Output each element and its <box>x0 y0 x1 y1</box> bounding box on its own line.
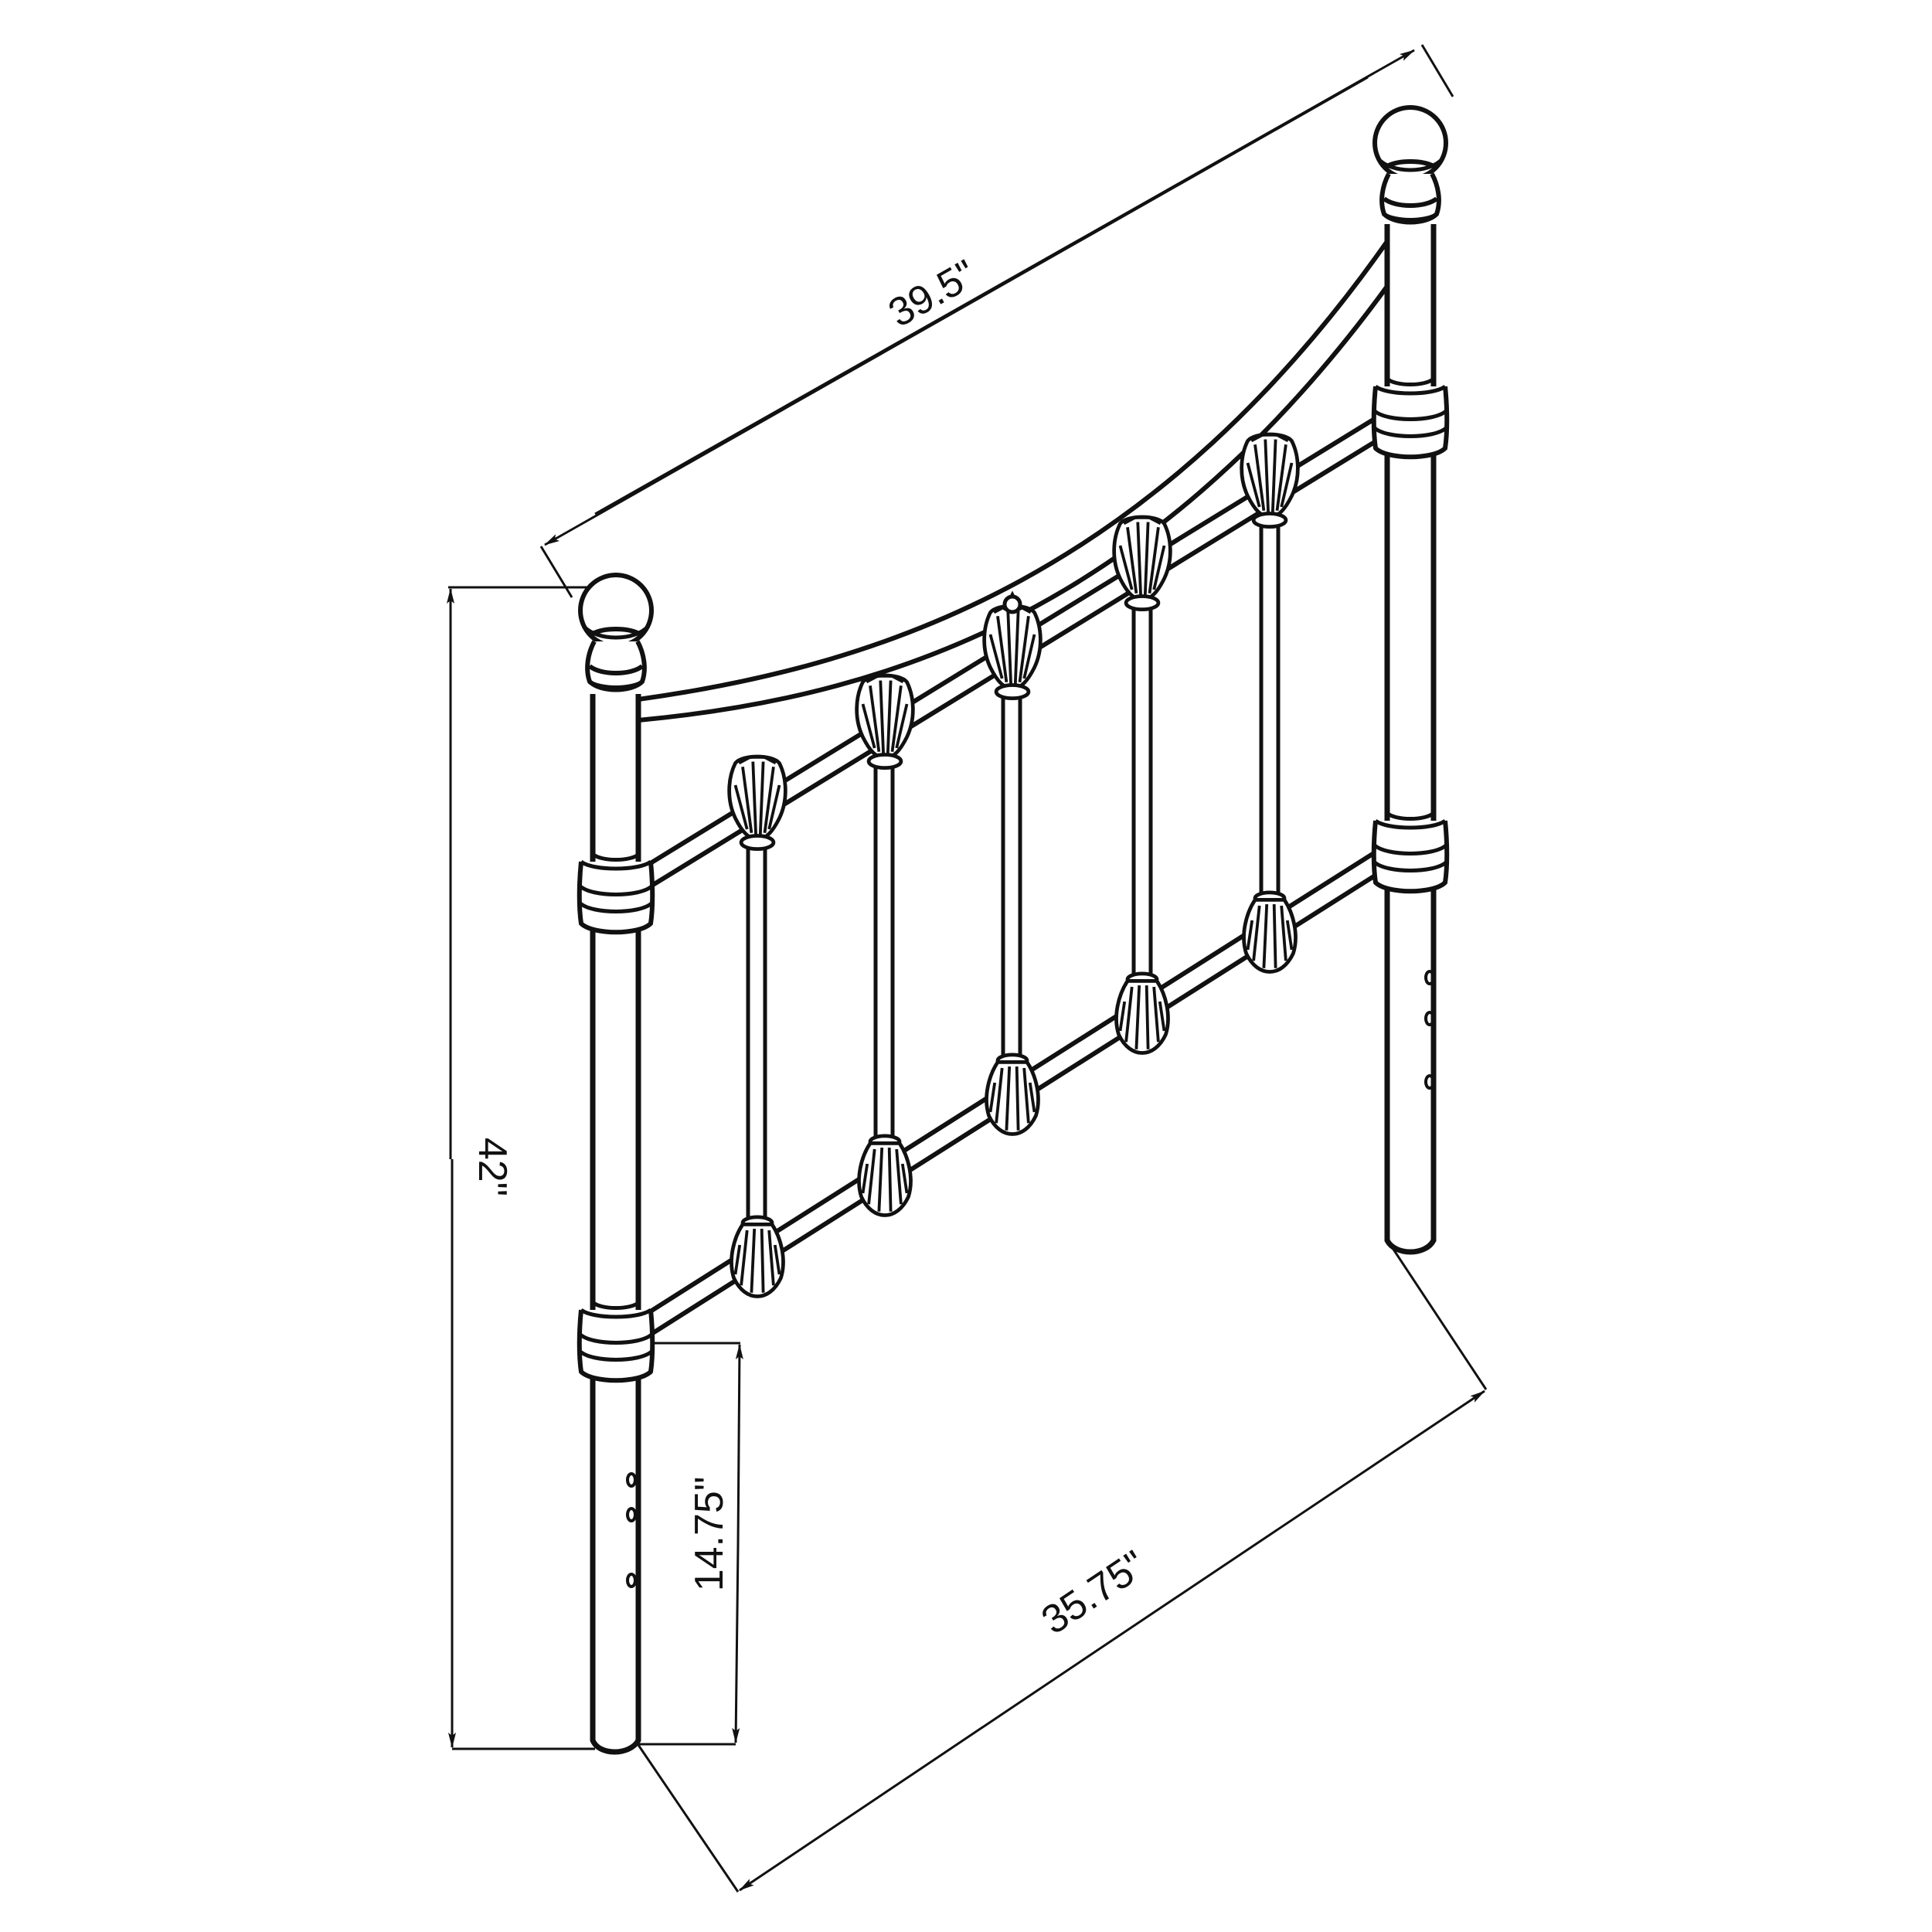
left-leg-pin-holes <box>626 1472 637 1588</box>
right-post <box>1374 107 1447 1255</box>
left-lower-collar <box>580 1302 653 1380</box>
dimension-overall-height: 42" <box>447 586 595 1750</box>
shell-ornament <box>1244 893 1296 972</box>
shell-ornament <box>732 1217 784 1297</box>
shell-ornament <box>985 606 1041 699</box>
spindle-4 <box>1131 593 1153 1015</box>
dimension-bottom-width: 35.75" <box>637 1245 1488 1893</box>
spindle-2 <box>873 751 895 1173</box>
headboard <box>580 107 1447 1755</box>
dim-label-bottom-width: 35.75" <box>1034 1542 1155 1643</box>
right-upper-collar <box>1374 379 1447 457</box>
right-leg-pin-holes <box>1424 970 1435 1090</box>
shell-ornament <box>1117 974 1168 1053</box>
dim-label-leg-height: 14.75" <box>687 1477 732 1592</box>
left-finial-ball <box>580 575 651 690</box>
shell-ornament <box>859 1136 911 1216</box>
right-finial-ball <box>1375 107 1446 223</box>
middle-rail-ornaments <box>730 434 1298 849</box>
spindle-3 <box>1001 674 1022 1096</box>
left-upper-collar <box>580 854 653 932</box>
dimension-leg-height: 14.75" <box>638 1342 743 1746</box>
shell-ornament <box>987 1055 1039 1134</box>
dim-label-overall-height: 42" <box>470 1138 515 1196</box>
left-post <box>580 575 653 1755</box>
right-lower-collar <box>1374 813 1447 891</box>
dimension-top-width: 39.5" <box>539 44 1454 598</box>
spindle-5 <box>1259 512 1281 934</box>
spindle-1 <box>746 832 767 1250</box>
